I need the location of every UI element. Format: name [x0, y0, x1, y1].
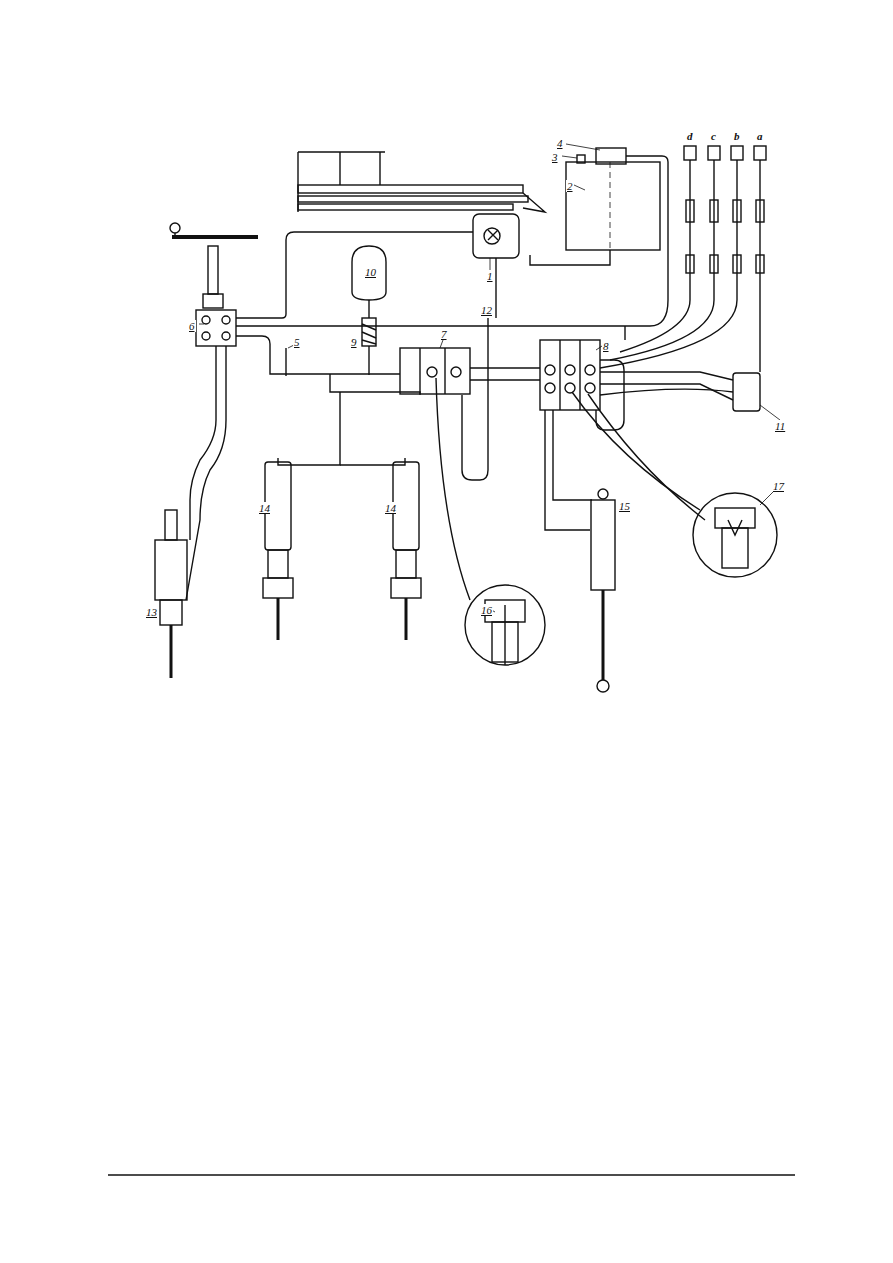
callout-number: 5	[293, 336, 301, 348]
callout-number: 16	[480, 604, 493, 616]
callout-number: 2	[566, 180, 574, 192]
callout-number: 15	[618, 500, 631, 512]
callout-number: 11	[774, 420, 786, 432]
port-letter: c	[710, 130, 717, 142]
lift-cylinder	[263, 462, 421, 640]
radiator	[298, 152, 545, 212]
callout-number: 9	[350, 336, 358, 348]
hose-couplings	[600, 146, 766, 372]
detail-view	[572, 392, 777, 577]
valve-block	[400, 348, 470, 394]
callout-number: 17	[772, 480, 785, 492]
port-letter: a	[756, 130, 764, 142]
hydraulic-cylinder	[591, 489, 615, 692]
callout-number: 1	[486, 270, 494, 282]
detail-view	[436, 378, 545, 665]
footer-rule	[108, 1174, 795, 1175]
callout-number: 4	[556, 137, 564, 149]
pump	[473, 214, 519, 318]
callout-number: 14	[384, 502, 397, 514]
accumulator	[352, 246, 386, 375]
callout-number: 6	[188, 320, 196, 332]
callout-number: 10	[364, 266, 377, 278]
pipelines	[236, 232, 733, 530]
callout-number: 7	[440, 328, 448, 340]
steering-wheel	[170, 223, 258, 346]
port-letter: b	[733, 130, 741, 142]
leader-lines	[199, 144, 780, 612]
callout-number: 14	[258, 502, 271, 514]
hydraulic-cylinder	[733, 373, 760, 411]
callout-number: 13	[145, 606, 158, 618]
oil-tank	[530, 148, 668, 300]
steering-cylinder	[155, 346, 226, 678]
port-letter: d	[686, 130, 694, 142]
callout-number: 3	[551, 151, 559, 163]
callout-number: 8	[602, 340, 610, 352]
callout-number: 12	[480, 304, 493, 316]
